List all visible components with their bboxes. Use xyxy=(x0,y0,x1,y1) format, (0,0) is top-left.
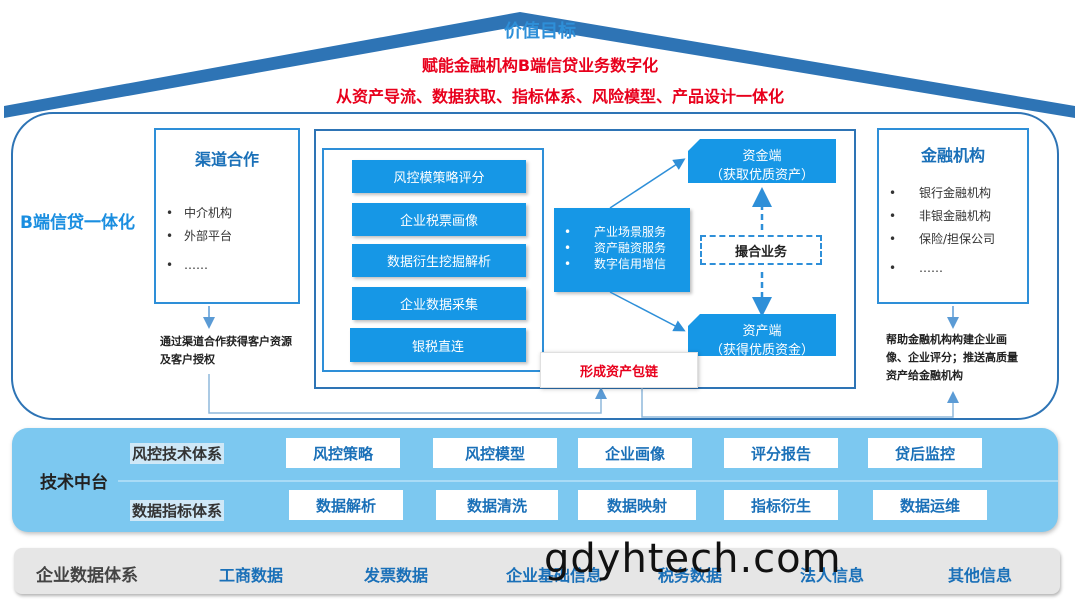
list-item: 中介机构 xyxy=(156,202,298,225)
tech-row2-label: 数据指标体系 xyxy=(130,500,225,521)
fund-side: 资金端 （获取优质资产） xyxy=(688,139,836,183)
data-system-bar xyxy=(14,548,1060,594)
list-item: 银行金融机构 xyxy=(879,182,1027,205)
tech-data-parse: 数据解析 xyxy=(289,490,403,520)
watermark: gdyhtech.com xyxy=(544,536,842,582)
module-data-mining: 数据衍生挖掘解析 xyxy=(352,244,526,277)
tech-divider xyxy=(118,480,1058,482)
roof-subtitle-1: 赋能金融机构B端信贷业务数字化 xyxy=(421,56,659,75)
tech-enterprise-profile: 企业画像 xyxy=(578,438,692,468)
tech-risk-model: 风控模型 xyxy=(433,438,557,468)
roof-subtitle-2: 从资产导流、数据获取、指标体系、风险模型、产品设计一体化 xyxy=(335,87,784,106)
module-risk-score: 风控模策略评分 xyxy=(352,160,526,193)
asset-chain-box: 形成资产包链 xyxy=(540,352,698,388)
list-item: 保险/担保公司 xyxy=(879,228,1027,251)
module-data-collection: 企业数据采集 xyxy=(352,287,526,320)
tech-post-loan: 贷后监控 xyxy=(868,438,982,468)
data-item-tax: 税务数据 xyxy=(658,566,723,585)
data-item-business: 工商数据 xyxy=(219,566,284,585)
tech-risk-strategy: 风控策略 xyxy=(286,438,400,468)
center-frame xyxy=(314,129,856,389)
tech-score-report: 评分报告 xyxy=(724,438,838,468)
tech-label: 技术中台 xyxy=(40,473,108,493)
tech-data-clean: 数据清洗 xyxy=(436,490,558,520)
fund-side-sub: （获取优质资产） xyxy=(709,168,814,183)
data-system-label: 企业数据体系 xyxy=(36,566,138,586)
match-business: 撮合业务 xyxy=(700,235,822,265)
fund-side-title: 资金端 xyxy=(742,149,782,164)
module-bank-tax: 银税直连 xyxy=(350,328,526,362)
service-item: 资产融资服务 xyxy=(554,240,690,256)
asset-side-title: 资产端 xyxy=(742,324,782,339)
channel-box: 渠道合作 中介机构 外部平台 …… xyxy=(154,128,300,304)
finance-box: 金融机构 银行金融机构 非银金融机构 保险/担保公司 …… xyxy=(877,128,1029,304)
channel-list: 中介机构 外部平台 …… xyxy=(156,202,298,277)
tech-data-ops: 数据运维 xyxy=(873,490,987,520)
data-item-other: 其他信息 xyxy=(948,566,1013,585)
tech-index-derive: 指标衍生 xyxy=(724,490,838,520)
list-item: 外部平台 xyxy=(156,225,298,248)
main-container xyxy=(11,112,1059,420)
tech-row1-label: 风控技术体系 xyxy=(130,443,225,464)
finance-title: 金融机构 xyxy=(920,146,985,165)
asset-side-sub: （获得优质资金） xyxy=(709,343,814,358)
list-item: …… xyxy=(879,257,1027,280)
list-item: 非银金融机构 xyxy=(879,205,1027,228)
service-item: 数字信用增信 xyxy=(554,256,690,272)
data-item-invoice: 发票数据 xyxy=(364,566,429,585)
tech-data-map: 数据映射 xyxy=(578,490,696,520)
module-tax-profile: 企业税票画像 xyxy=(352,203,526,236)
list-item: …… xyxy=(156,254,298,277)
finance-list: 银行金融机构 非银金融机构 保险/担保公司 …… xyxy=(879,182,1027,280)
services-box: 产业场景服务 资产融资服务 数字信用增信 xyxy=(554,208,690,292)
modules-frame xyxy=(322,148,544,372)
channel-title: 渠道合作 xyxy=(194,150,259,169)
asset-side: 资产端 （获得优质资金） xyxy=(688,314,836,358)
main-label: B端信贷一体化 xyxy=(20,213,135,233)
finance-note: 帮助金融机构构建企业画像、企业评分；推送高质量资产给金融机构 xyxy=(886,333,1018,382)
channel-note: 通过渠道合作获得客户资源及客户授权 xyxy=(160,335,292,366)
roof-title: 价值目标 xyxy=(504,21,576,42)
service-item: 产业场景服务 xyxy=(554,224,690,240)
data-item-basic: 企业基础信息 xyxy=(506,566,603,585)
data-item-legal: 法人信息 xyxy=(800,566,865,585)
